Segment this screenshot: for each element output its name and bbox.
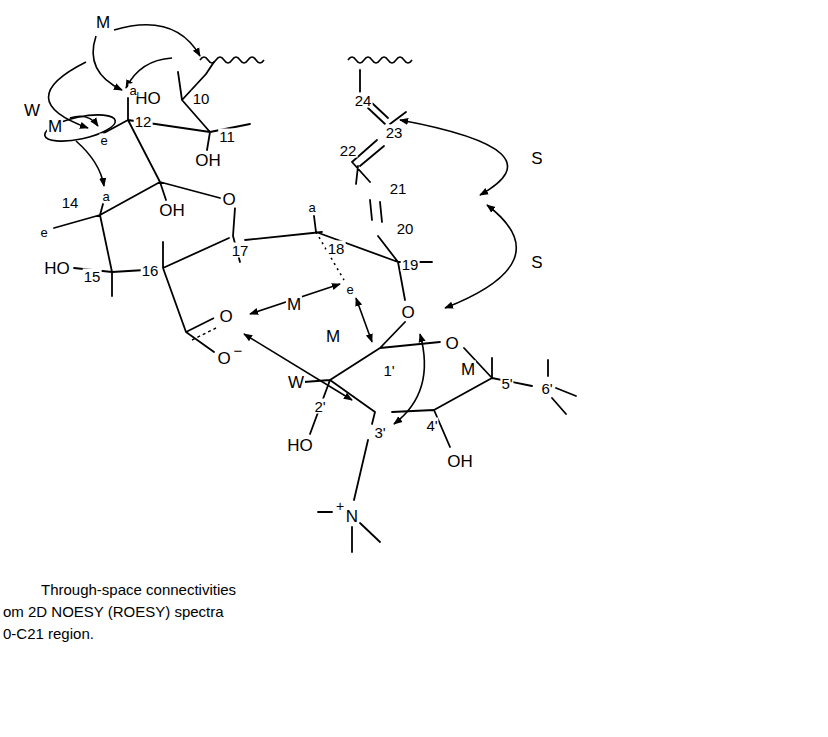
wavy-bond bbox=[200, 57, 412, 63]
noe-label: S bbox=[530, 254, 543, 271]
noe-arrow bbox=[70, 116, 98, 126]
noe-arrow bbox=[114, 25, 200, 56]
carbon-number: 4' bbox=[425, 418, 438, 433]
carbon-number: 15 bbox=[83, 269, 102, 284]
atom-label: O bbox=[444, 335, 459, 352]
carbon-number: 17 bbox=[231, 243, 250, 258]
carbon-number: 11 bbox=[218, 129, 236, 144]
noe-label: W bbox=[287, 374, 305, 391]
carbon-number: 1' bbox=[382, 363, 395, 378]
caption-line: Through-space connectivities bbox=[40, 582, 237, 597]
bond-lines bbox=[54, 62, 576, 552]
carbon-number: 21 bbox=[389, 181, 408, 196]
carbon-number: 18 bbox=[327, 241, 346, 256]
noe-label: S bbox=[530, 150, 543, 167]
atom-label: HO bbox=[43, 260, 71, 277]
carbon-number: 22 bbox=[339, 143, 358, 158]
carboxylate-bond bbox=[186, 318, 214, 332]
atom-label: O bbox=[221, 191, 236, 208]
noe-label: W bbox=[23, 102, 41, 119]
noe-arrow bbox=[394, 334, 424, 424]
charge-sign: − bbox=[233, 343, 244, 358]
carbon-number: 14 bbox=[61, 195, 80, 210]
noe-group-ellipse bbox=[42, 110, 117, 146]
atom-label: O bbox=[218, 308, 233, 325]
carbon-number: 23 bbox=[385, 125, 404, 140]
equatorial-mark: e bbox=[345, 283, 354, 296]
carbon-number: 16 bbox=[141, 263, 160, 278]
carbon-number: 5' bbox=[500, 376, 513, 391]
noe-arrow bbox=[76, 141, 104, 186]
equatorial-mark: e bbox=[39, 226, 48, 239]
caption-line: 0-C21 region. bbox=[2, 626, 95, 641]
atom-label: HO bbox=[134, 90, 162, 107]
carbon-number: 10 bbox=[192, 91, 211, 106]
noe-arrow bbox=[93, 36, 122, 90]
axial-mark: a bbox=[307, 201, 316, 214]
noe-arrow bbox=[356, 298, 372, 342]
carbon-number: 19 bbox=[401, 257, 420, 272]
carboxylate-partial-bond bbox=[192, 328, 216, 340]
caption-line: om 2D NOESY (ROESY) spectra bbox=[2, 604, 225, 619]
noe-arrow bbox=[250, 284, 340, 314]
noe-label: M bbox=[286, 296, 302, 313]
noe-label: M bbox=[460, 361, 476, 378]
axial-mark: a bbox=[101, 190, 110, 203]
noe-label: M bbox=[95, 14, 111, 31]
atom-label: O bbox=[400, 304, 415, 321]
noe-label: M bbox=[325, 328, 341, 345]
noe-arrow bbox=[400, 120, 508, 195]
carbon-number: 24 bbox=[354, 93, 373, 108]
carbon-number: 12 bbox=[134, 114, 153, 129]
noe-label: M bbox=[47, 118, 63, 135]
axial-mark: a bbox=[128, 84, 137, 97]
carbon-number: 6' bbox=[540, 381, 553, 396]
atom-label: OH bbox=[158, 202, 186, 219]
charge-sign: + bbox=[335, 499, 345, 513]
atom-label: HO bbox=[286, 437, 314, 454]
atom-label: O bbox=[216, 350, 231, 367]
dotted-bond bbox=[316, 232, 344, 280]
carbon-number: 2' bbox=[313, 399, 326, 414]
atom-label: OH bbox=[194, 152, 222, 169]
carbon-number: 3' bbox=[373, 425, 386, 440]
noe-arrow bbox=[445, 205, 516, 308]
atom-label: N bbox=[345, 508, 359, 525]
atom-label: OH bbox=[446, 453, 474, 470]
equatorial-mark: e bbox=[99, 134, 108, 147]
carbon-number: 20 bbox=[396, 221, 415, 236]
